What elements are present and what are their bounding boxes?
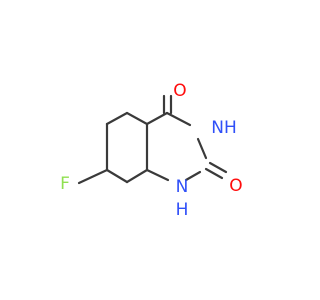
fluorine-label: F	[60, 174, 70, 194]
bond-c7-c8	[105, 168, 129, 184]
bond-c4a-c4	[145, 111, 169, 126]
structure-top: O NH O N H F	[60, 81, 243, 220]
bond-c2-o	[208, 161, 228, 174]
bond-c4-n3	[165, 111, 192, 127]
bond-c2-o-2	[204, 167, 224, 180]
oxygen-top-label: O	[173, 81, 186, 101]
bond-c5-c6	[105, 111, 129, 126]
bond-c8-c8a	[125, 168, 149, 184]
bond-n3-c2	[196, 137, 208, 160]
amine-h-label: H	[176, 200, 189, 220]
bond-n1-c8a	[145, 168, 170, 182]
imide-nh-label: NH	[211, 118, 237, 138]
bond-c7-f	[77, 168, 109, 185]
bond-c2-n1	[184, 170, 202, 182]
oxygen-right-label: O	[229, 176, 242, 196]
bond-c4a-c5	[125, 111, 149, 126]
molecule-canvas: O NH O N H F	[60, 81, 243, 220]
amine-n-label: N	[176, 177, 189, 197]
